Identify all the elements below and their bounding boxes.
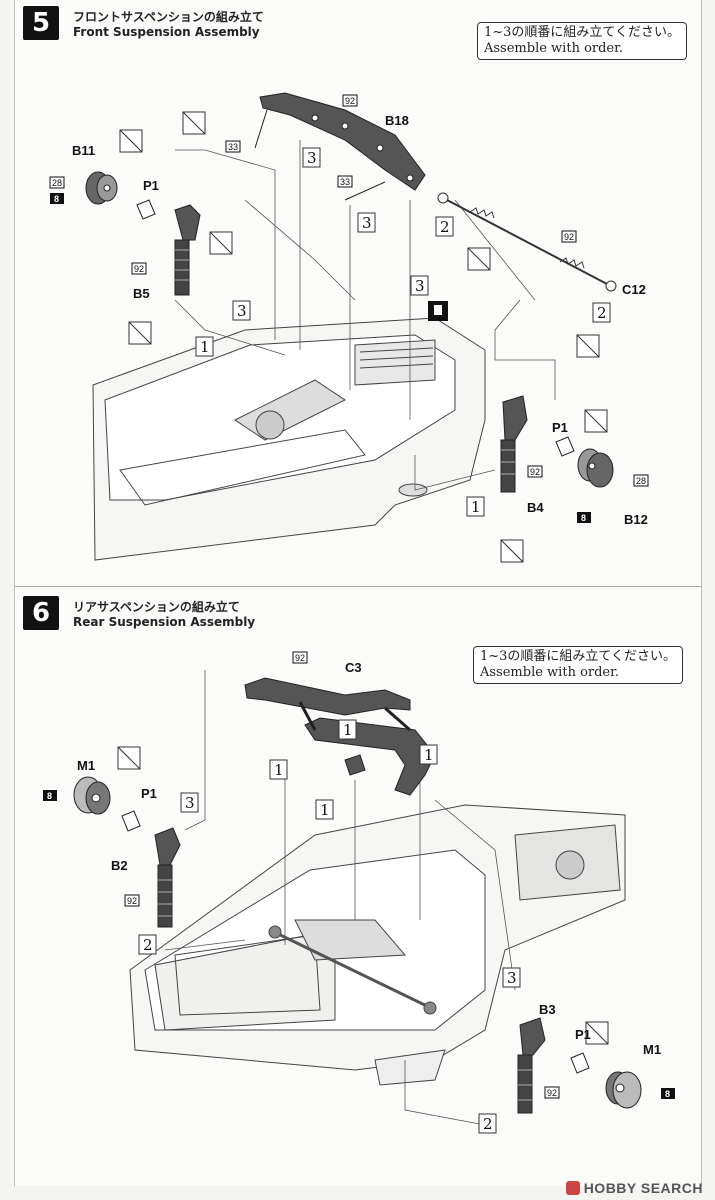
part-tags: 92 8 92 92 8: [43, 651, 675, 1099]
step-number: 6: [23, 596, 59, 630]
step-6-header: 6 リアサスペンションの組み立て Rear Suspension Assembl…: [15, 590, 701, 632]
part-p1-left: [136, 199, 156, 220]
label-p1: P1: [575, 1027, 591, 1042]
order-mark: 1: [424, 746, 434, 764]
instruction-page: 5 フロントサスペンションの組み立て Front Suspension Asse…: [14, 0, 702, 1186]
part-b4-knuckle: [500, 395, 528, 493]
label-b18: B18: [385, 113, 409, 128]
note-en: Assemble with order.: [480, 665, 620, 680]
assembly-order-note: 1~3の順番に組み立てください。 Assemble with order.: [477, 22, 688, 60]
part-b12-hub: [577, 448, 614, 488]
chassis-front: [92, 317, 486, 561]
note-en: Assemble with order.: [484, 41, 624, 56]
assembly-guide-lines: [164, 670, 516, 1126]
tag: 8: [54, 194, 59, 204]
label-b2: B2: [111, 858, 128, 873]
tag: 33: [340, 177, 350, 187]
step-title-en: Front Suspension Assembly: [73, 25, 260, 39]
tag: 92: [345, 96, 355, 106]
front-suspension-diagram: B18 B11 P1 B5 C12 P1 B4 B12 92 33 33 28 …: [49, 92, 649, 563]
part-b2-knuckle: [154, 827, 181, 928]
order-mark: 1: [200, 338, 210, 356]
assembly-guide-lines: [174, 140, 556, 491]
tag: 28: [52, 178, 62, 188]
step-5-header: 5 フロントサスペンションの組み立て Front Suspension Asse…: [15, 0, 701, 42]
chassis-rear: [129, 804, 626, 1086]
part-b3-knuckle: [517, 1017, 546, 1114]
tag: 92: [564, 232, 574, 242]
watermark: HOBBY SEARCH: [565, 1180, 703, 1196]
label-p1: P1: [141, 786, 157, 801]
tag: 92: [547, 1088, 557, 1098]
label-p1: P1: [552, 420, 568, 435]
glue-icon: [428, 301, 448, 321]
order-marks: 1 1 1 1 3 2 3 2: [138, 719, 521, 1134]
tag: 8: [665, 1089, 670, 1099]
part-m1-right: [605, 1071, 642, 1109]
part-p1-left: [121, 810, 141, 832]
tag: 8: [47, 791, 52, 801]
no-glue-icons: [119, 111, 608, 563]
part-p1-right: [570, 1052, 590, 1074]
tag: 92: [530, 467, 540, 477]
step-title-jp: フロントサスペンションの組み立て: [73, 10, 264, 24]
order-mark: 3: [237, 302, 247, 320]
part-p1-right: [555, 436, 575, 457]
label-m1: M1: [643, 1042, 661, 1057]
order-mark: 3: [415, 277, 425, 295]
order-mark: 3: [307, 149, 317, 167]
part-m1-left: [73, 776, 111, 815]
order-mark: 1: [471, 498, 481, 516]
part-c3: [244, 677, 436, 796]
tag: 92: [295, 653, 305, 663]
label-p1: P1: [143, 178, 159, 193]
label-m1: M1: [77, 758, 95, 773]
part-b11-hub: [85, 171, 118, 205]
step-5: 5 フロントサスペンションの組み立て Front Suspension Asse…: [15, 0, 701, 585]
watermark-text: HOBBY SEARCH: [583, 1180, 703, 1196]
step-number: 5: [23, 6, 59, 40]
label-b5: B5: [133, 286, 150, 301]
order-mark: 1: [343, 721, 353, 739]
order-mark: 3: [185, 794, 195, 812]
rear-suspension-diagram: C3 M1 P1 B2 B3 P1 M1 92 8 92 92 8: [43, 651, 675, 1134]
part-b5-knuckle: [174, 204, 201, 296]
tag: 33: [228, 142, 238, 152]
step-title-jp: リアサスペンションの組み立て: [73, 600, 240, 614]
note-jp: 1~3の順番に組み立てください。: [480, 649, 677, 664]
order-mark: 2: [440, 218, 450, 236]
part-b18: [254, 92, 426, 201]
tag: 92: [134, 264, 144, 274]
step-title-en: Rear Suspension Assembly: [73, 615, 256, 629]
label-b4: B4: [527, 500, 544, 515]
tag: 92: [127, 896, 137, 906]
order-marks: 3 3 2 3 3 1 2 1: [195, 147, 611, 517]
label-b11: B11: [72, 143, 95, 158]
part-tags: 92 33 33 28 8 92 92 92 28 8: [49, 94, 649, 523]
label-c3: C3: [345, 660, 362, 675]
order-mark: 2: [483, 1115, 493, 1133]
tag: 28: [636, 476, 646, 486]
label-c12: C12: [622, 282, 646, 297]
section-divider: [15, 586, 701, 587]
hobby-search-logo-icon: [565, 1181, 580, 1195]
order-mark: 2: [597, 304, 607, 322]
assembly-order-note: 1~3の順番に組み立てください。 Assemble with order.: [473, 646, 684, 684]
no-glue-icons: [117, 746, 609, 1045]
label-b12: B12: [624, 512, 648, 527]
step-6: 6 リアサスペンションの組み立て Rear Suspension Assembl…: [15, 590, 701, 1186]
part-c12: [437, 192, 617, 292]
order-mark: 2: [143, 936, 153, 954]
order-mark: 1: [274, 761, 284, 779]
tag: 8: [581, 513, 586, 523]
label-b3: B3: [539, 1002, 556, 1017]
note-jp: 1~3の順番に組み立てください。: [484, 25, 681, 40]
order-mark: 3: [507, 969, 517, 987]
order-mark: 1: [320, 801, 330, 819]
order-mark: 3: [362, 214, 372, 232]
